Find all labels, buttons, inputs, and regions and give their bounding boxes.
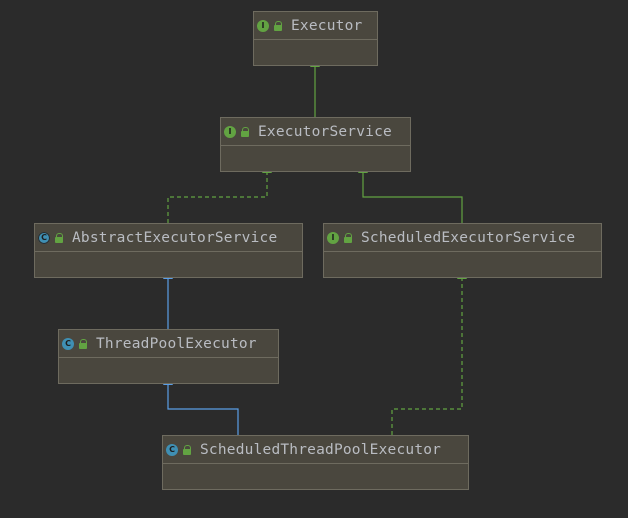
edge-abstractexecutorservice-executorservice [167,164,272,223]
lock-open-icon [343,232,353,244]
node-executor-members [254,40,377,67]
divider [324,251,601,252]
node-thread-pool-executor[interactable]: C ThreadPoolExecutor [58,329,279,384]
edge-scheduledthreadpoolexecutor-threadpoolexecutor [163,376,239,435]
divider [254,39,377,40]
node-scheduled-thread-pool-executor[interactable]: C ScheduledThreadPoolExecutor [162,435,469,490]
class-name: ScheduledExecutorService [361,229,576,246]
node-abstract-executor-service-header: C AbstractExecutorService [35,224,302,251]
node-abstract-executor-service-members [35,252,302,279]
node-scheduled-thread-pool-executor-header: C ScheduledThreadPoolExecutor [163,436,468,463]
node-scheduled-executor-service[interactable]: I ScheduledExecutorService [323,223,602,278]
node-executor-header: I Executor [254,12,377,39]
class-name: ThreadPoolExecutor [96,335,257,352]
divider [35,251,302,252]
class-name: Executor [291,17,363,34]
node-executor-service-members [221,146,410,173]
interface-i-icon: I [224,125,236,138]
node-thread-pool-executor-header: C ThreadPoolExecutor [59,330,278,357]
class-name: AbstractExecutorService [72,229,278,246]
node-abstract-executor-service[interactable]: C AbstractExecutorService [34,223,303,278]
lock-open-icon [78,338,88,350]
node-scheduled-thread-pool-executor-members [163,464,468,491]
class-c-icon: C [166,443,178,456]
lock-open-icon [240,126,250,138]
class-c-icon: C [62,337,74,350]
edge-scheduledexecutorservice-executorservice [358,164,463,223]
node-executor-service[interactable]: I ExecutorService [220,117,411,172]
lock-open-icon [182,444,192,456]
lock-open-icon [273,20,283,32]
node-executor[interactable]: I Executor [253,11,378,66]
node-thread-pool-executor-members [59,358,278,385]
node-scheduled-executor-service-members [324,252,601,279]
class-name: ExecutorService [258,123,392,140]
interface-i-icon: I [257,19,269,32]
interface-i-icon: I [327,231,339,244]
divider [221,145,410,146]
divider [59,357,278,358]
class-name: ScheduledThreadPoolExecutor [200,441,442,458]
divider [163,463,468,464]
node-scheduled-executor-service-header: I ScheduledExecutorService [324,224,601,251]
lock-open-icon [54,232,64,244]
edge-scheduledthreadpoolexecutor-scheduledexecutorservice [391,270,467,435]
abstract-class-c-icon: C [38,231,50,244]
node-executor-service-header: I ExecutorService [221,118,410,145]
